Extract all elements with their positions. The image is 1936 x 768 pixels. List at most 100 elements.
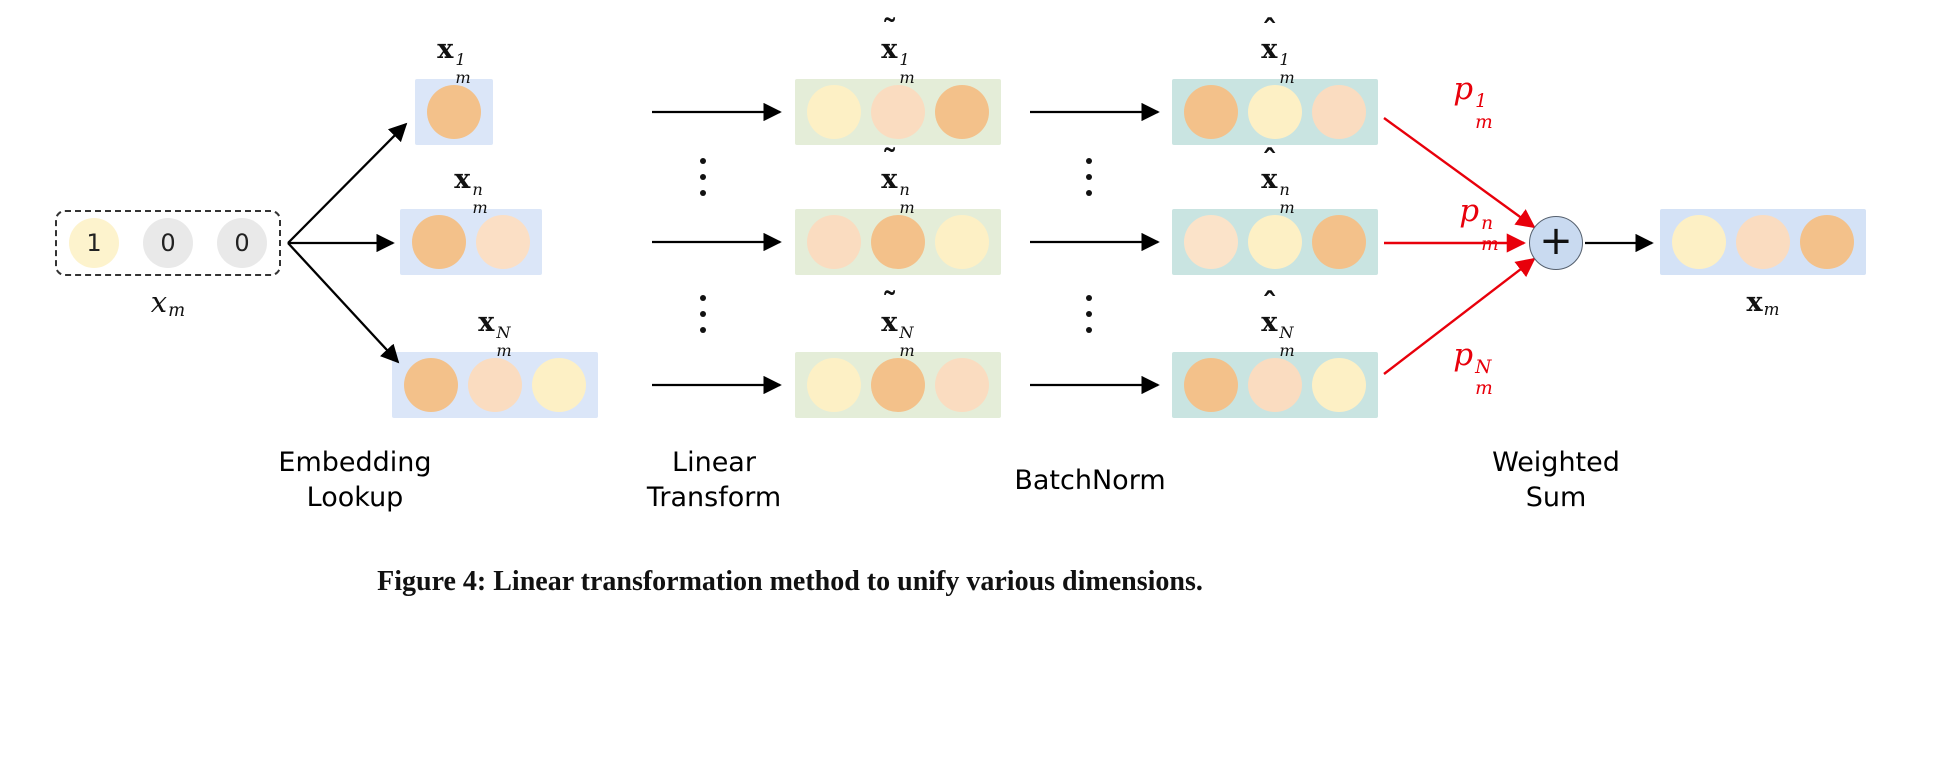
vector-cell xyxy=(1184,215,1238,269)
hat-accent: ˆ xyxy=(1261,13,1278,50)
math-sub: m xyxy=(455,68,471,88)
math-sup: N xyxy=(899,323,914,343)
math-base-char: p xyxy=(1459,193,1480,229)
arrow-lookup-row1 xyxy=(287,122,408,244)
stage-line2: Lookup xyxy=(306,482,404,513)
math-sub: m xyxy=(496,341,512,361)
linear-vector-box-row2 xyxy=(795,209,1001,275)
vector-cell xyxy=(807,85,861,139)
math-sup: N xyxy=(496,323,511,343)
math-sub: m xyxy=(472,198,488,218)
one-hot-input-box: 1 0 0 xyxy=(55,210,281,276)
tilde-accent: ˜ xyxy=(881,143,898,180)
one-hot-cell-active: 1 xyxy=(69,218,119,268)
one-hot-cell: 0 xyxy=(143,218,193,268)
vector-cell xyxy=(935,358,989,412)
tilde-accent: ˜ xyxy=(881,286,898,323)
math-sup: n xyxy=(1481,213,1494,235)
stage-line2: Sum xyxy=(1525,482,1587,513)
stage-label-batchnorm: BatchNorm xyxy=(960,444,1220,518)
math-base-char: x xyxy=(1261,34,1278,65)
embedding-vector-box-row3 xyxy=(392,352,598,418)
ellipsis-dots xyxy=(700,158,706,196)
math-sub: m xyxy=(899,68,915,88)
math-sub: m xyxy=(1279,341,1295,361)
math-sup: N xyxy=(1279,323,1294,343)
vector-cell xyxy=(404,358,458,412)
hat-accent: ˆ xyxy=(1261,286,1278,323)
math-base-char: x xyxy=(478,307,495,338)
math-base-char: x xyxy=(1746,287,1763,318)
math-sub: m xyxy=(1279,68,1295,88)
math-sub: m xyxy=(899,198,915,218)
vector-cell xyxy=(1248,85,1302,139)
vector-cell xyxy=(532,358,586,412)
stage-line1: Embedding xyxy=(278,447,432,479)
vector-cell xyxy=(427,85,481,139)
vector-cell xyxy=(1312,215,1366,269)
math-base-char: p xyxy=(1453,337,1474,373)
stage-line1: Weighted xyxy=(1492,447,1620,479)
vector-cell xyxy=(871,358,925,412)
vector-cell xyxy=(1248,215,1302,269)
stage-line2: Transform xyxy=(646,482,782,513)
math-sup: n xyxy=(1279,180,1290,200)
one-hot-cell: 0 xyxy=(217,218,267,268)
vector-cell xyxy=(1672,215,1726,269)
math-base-char: x xyxy=(1261,164,1278,195)
math-base-char: p xyxy=(1453,71,1474,107)
batchnorm-vector-box-row1 xyxy=(1172,79,1378,145)
math-sup: 1 xyxy=(455,50,466,70)
ellipsis-dots xyxy=(1086,295,1092,333)
batchnorm-vector-box-row2 xyxy=(1172,209,1378,275)
math-sub: m xyxy=(1279,198,1295,218)
math-base-char: x xyxy=(454,164,471,195)
figure-caption: Figure 4: Linear transformation method t… xyxy=(377,566,1203,597)
math-sub: m xyxy=(1763,299,1780,320)
vector-cell xyxy=(1184,85,1238,139)
batchnorm-vector-box-row3 xyxy=(1172,352,1378,418)
math-sup: n xyxy=(899,180,910,200)
math-base-char: x xyxy=(881,307,898,338)
arrow-lookup-row3 xyxy=(287,242,400,364)
stage-label-linear-transform: Linear Transform xyxy=(584,444,844,518)
output-label-xm: xm xyxy=(1703,286,1823,320)
stage-line1: BatchNorm xyxy=(1014,464,1166,496)
math-sub: m xyxy=(1475,111,1493,133)
math-sub: m xyxy=(168,300,186,322)
hat-accent: ˆ xyxy=(1261,143,1278,180)
math-sup: 1 xyxy=(1475,91,1487,113)
linear-vector-box-row3 xyxy=(795,352,1001,418)
vector-cell xyxy=(1312,358,1366,412)
output-vector-box xyxy=(1660,209,1866,275)
vector-cell xyxy=(935,215,989,269)
vector-cell xyxy=(807,215,861,269)
tilde-accent: ˜ xyxy=(881,13,898,50)
math-base-char: x xyxy=(437,34,454,65)
vector-cell xyxy=(807,358,861,412)
stage-label-embedding-lookup: Embedding Lookup xyxy=(225,444,485,518)
vector-cell xyxy=(1800,215,1854,269)
vector-cell xyxy=(476,215,530,269)
math-sub: m xyxy=(899,341,915,361)
ellipsis-dots xyxy=(1086,158,1092,196)
weighted-sum-node: + xyxy=(1529,216,1583,270)
math-sup: 1 xyxy=(899,50,910,70)
vector-cell xyxy=(1248,358,1302,412)
math-sup: N xyxy=(1475,357,1492,379)
vector-cell xyxy=(412,215,466,269)
math-sup: 1 xyxy=(1279,50,1290,70)
vector-cell xyxy=(468,358,522,412)
input-label-xm: xm xyxy=(108,284,228,323)
math-base-char: x xyxy=(150,285,168,319)
vector-cell xyxy=(1312,85,1366,139)
